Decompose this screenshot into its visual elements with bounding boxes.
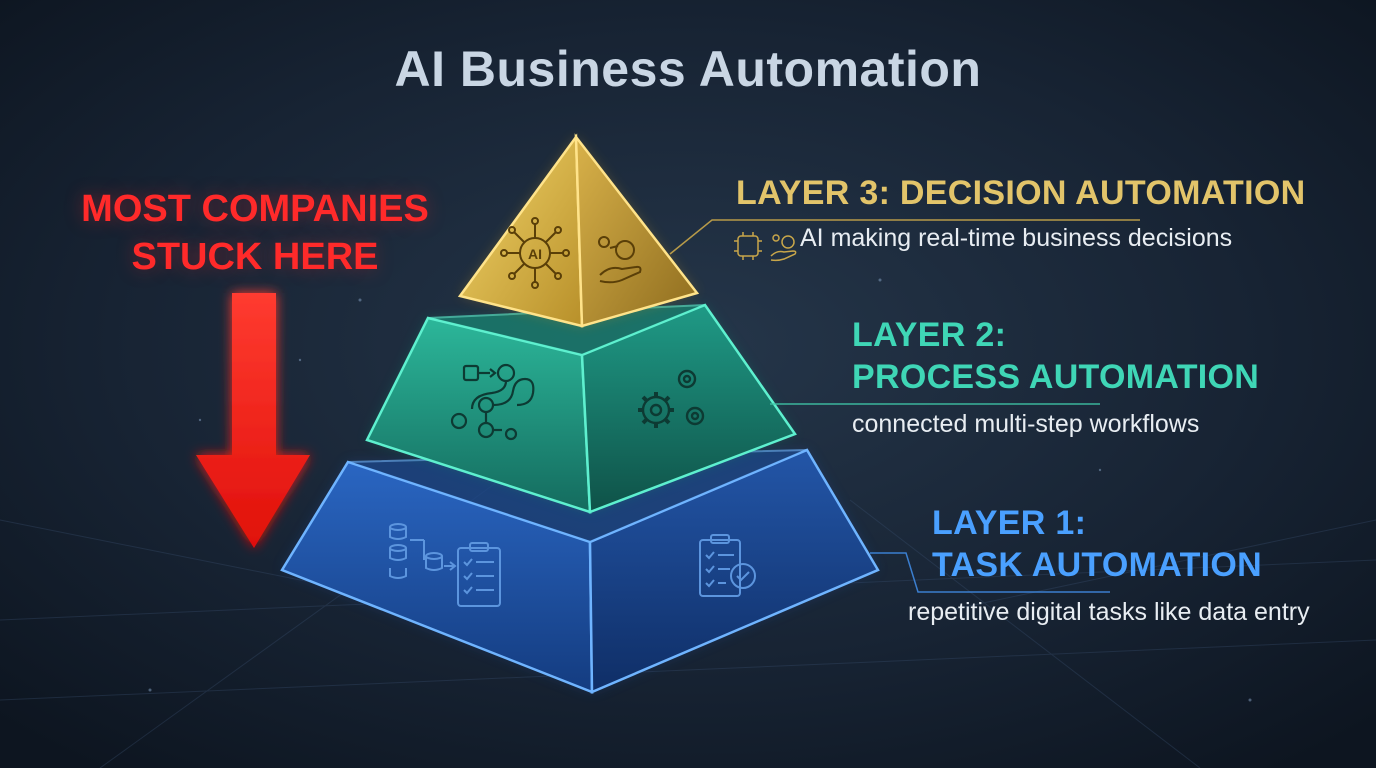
leader-line-layer-1 (870, 552, 1110, 593)
down-arrow-icon (196, 293, 310, 548)
callout-text: MOST COMPANIES STUCK HERE (60, 185, 450, 281)
layer-3-description: AI making real-time business decisions (800, 224, 1233, 252)
layer-2-label: LAYER 2: PROCESS AUTOMATION connected mu… (852, 314, 1259, 439)
layer-3-heading: LAYER 3: DECISION AUTOMATION (736, 174, 1306, 212)
callout-line-1: MOST COMPANIES (81, 188, 429, 230)
layer-2-heading-line-1: LAYER 2: (852, 316, 1007, 354)
layer-2-heading-line-2: PROCESS AUTOMATION (852, 358, 1260, 396)
ai-network-icon (500, 217, 570, 289)
leader-line-layer-3 (669, 219, 1140, 255)
layer-1-heading-line-1: LAYER 1: (932, 504, 1087, 542)
ai-icon-label: AI (528, 246, 542, 262)
gears-icon (638, 369, 705, 428)
layer-3-label: LAYER 3: DECISION AUTOMATION AI making r… (736, 172, 1305, 253)
ai-chip-icon (734, 232, 762, 260)
pyramid-tier-2 (365, 303, 797, 514)
hand-coin-icon-small (770, 234, 797, 262)
hand-coin-icon (598, 236, 642, 284)
workflow-icon (450, 363, 535, 441)
layer-1-label: LAYER 1: TASK AUTOMATION repetitive digi… (908, 502, 1310, 627)
database-checklist-icon (389, 523, 501, 607)
layer-2-description: connected multi-step workflows (852, 410, 1200, 438)
page-title: AI Business Automation (394, 41, 982, 97)
callout-line-2: STUCK HERE (131, 236, 379, 278)
pyramid-tier-3 (457, 133, 700, 328)
clipboard-check-icon (699, 534, 756, 597)
layer-1-heading-line-2: TASK AUTOMATION (932, 546, 1262, 584)
layer-1-description: repetitive digital tasks like data entry (908, 598, 1310, 626)
